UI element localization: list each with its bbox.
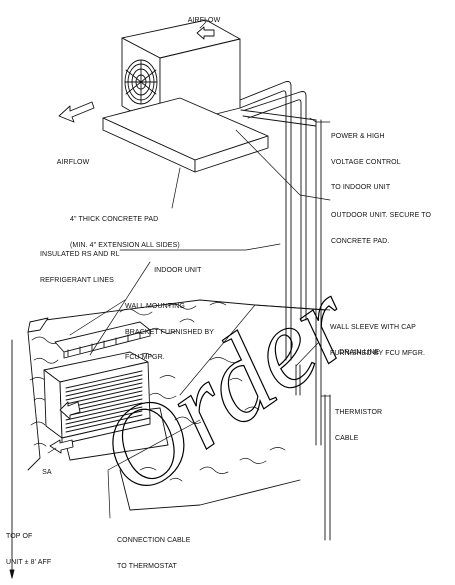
bracket-label: WALL MOUNTING BRACKET FURNISHED BY FCU M… (125, 303, 214, 361)
leader-lines (47, 21, 331, 519)
supply-air-arrow-icon (49, 439, 74, 454)
indoor-unit (43, 351, 151, 445)
connection-cable-label: CONNECTION CABLE TO THERMOSTAT (117, 537, 191, 570)
airflow-left-label: AIRFLOW (56, 158, 90, 166)
sa-label: SA (42, 468, 52, 476)
wall-sleeve-label: WALL SLEEVE WITH CAP FURNISHED BY FCU MF… (330, 324, 426, 357)
fan-grille-icon (124, 59, 158, 105)
pad-label: 4" THICK CONCRETE PAD (MIN. 4" EXTENSION… (70, 216, 180, 249)
thermistor-label: THERMISTOR CABLE (335, 409, 383, 442)
top-of-unit-label: TOP OF UNIT ± 8' AFF (6, 533, 52, 566)
indoor-unit-label: INDOOR UNIT (154, 266, 202, 274)
watermark-logo: Order (76, 256, 378, 521)
airflow-top-label: AIRFLOW (187, 16, 221, 24)
indoor-airflow-arrow-icon (59, 401, 81, 420)
refrigerant-lines (239, 81, 307, 361)
outdoor-unit-label: OUTDOOR UNIT. SECURE TO CONCRETE PAD. (331, 212, 432, 245)
dimension-line (9, 339, 15, 579)
svg-text:Order: Order (76, 256, 377, 520)
refrigerant-label: INSULATED RS AND RL REFRIGERANT LINES (40, 251, 120, 284)
wall-rubble (29, 302, 286, 482)
power-label: POWER & HIGH VOLTAGE CONTROL TO INDOOR U… (331, 133, 401, 191)
airflow-arrow-left-icon (58, 101, 95, 123)
wall-mounting-bracket (54, 321, 151, 359)
concrete-pad (102, 97, 269, 173)
drain-label: DRAIN LINE (339, 348, 380, 356)
conduit (240, 109, 322, 446)
airflow-arrow-top-icon (196, 26, 215, 40)
